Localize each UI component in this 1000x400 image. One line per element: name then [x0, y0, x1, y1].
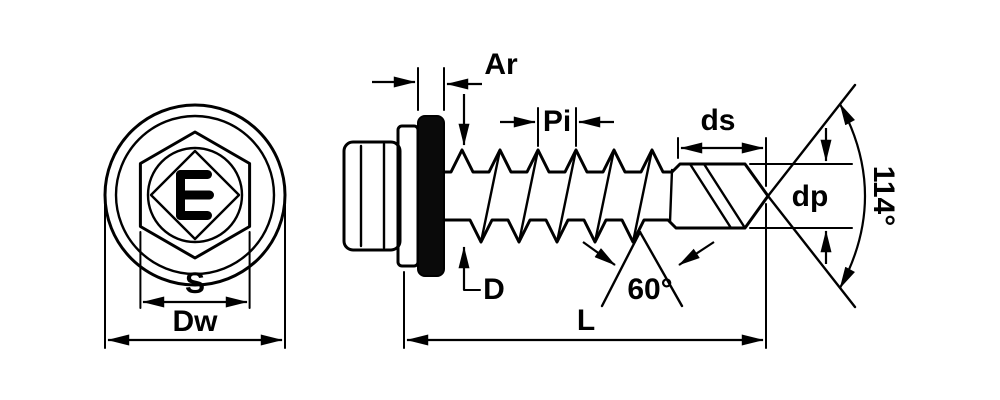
label-d: D [483, 273, 505, 306]
dimension-tip-angle: 114° [766, 83, 900, 309]
label-dp: dp [792, 180, 829, 213]
label-tip-angle: 114° [867, 166, 900, 226]
brand-mark-outline [149, 149, 241, 241]
label-pi: Pi [543, 105, 571, 138]
hex-head-outline [138, 130, 252, 260]
dimension-ds: ds [677, 104, 767, 187]
label-length: L [577, 304, 595, 337]
dimension-thread-angle: 60° [582, 230, 715, 308]
brand-mark-icon [176, 170, 214, 220]
dimension-s: S [139, 231, 251, 309]
drill-point-flutes [668, 162, 747, 230]
dimension-length: L [403, 203, 767, 349]
label-ar: Ar [484, 48, 518, 81]
label-thread-angle: 60° [627, 273, 672, 306]
head-boss-circle [146, 146, 244, 244]
washer-outer-circle [103, 103, 287, 287]
label-s: S [185, 267, 205, 300]
thread-bottom-profile [442, 194, 770, 244]
washer-inner-circle [114, 114, 276, 276]
side-view: Ar Pi ds dp 11 [342, 48, 900, 349]
hex-head-side [342, 140, 402, 252]
front-view: S Dw [103, 103, 287, 349]
dimension-ar: Ar [372, 48, 518, 111]
rubber-seal-washer [417, 115, 445, 277]
dimension-dw: Dw [104, 204, 286, 349]
thread-helix-lines [479, 148, 654, 244]
dimension-pi: Pi [500, 105, 614, 147]
dimension-d: D [458, 94, 505, 306]
dimension-dp: dp [749, 128, 853, 264]
label-dw: Dw [173, 305, 219, 338]
label-ds: ds [700, 104, 735, 137]
